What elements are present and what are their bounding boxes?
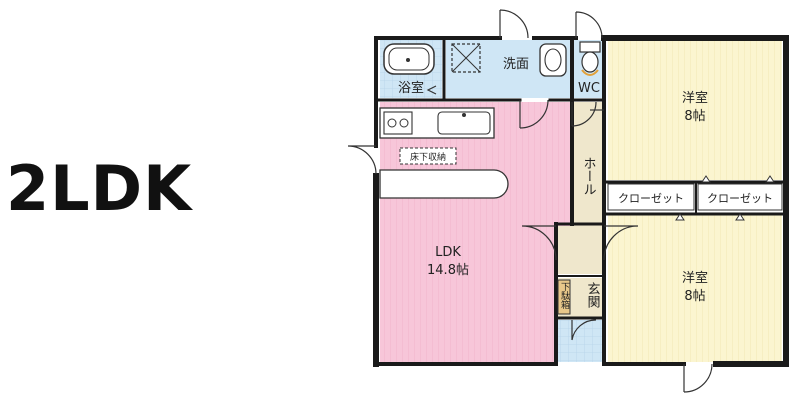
shoe-storage-box — [557, 279, 571, 315]
toilet-tank — [579, 41, 601, 53]
ldk-name-label: LDK — [435, 245, 461, 260]
stove-burner-a — [387, 118, 397, 128]
ldk-floor-upper-right — [520, 102, 572, 226]
sliding-door-marks — [675, 175, 775, 221]
wash-basin-bowl — [544, 48, 562, 72]
closet-right-label: クローゼット — [707, 192, 773, 205]
underfloor-storage-label: 床下収納 — [410, 151, 446, 163]
bedroom-north-name-label: 洋室 — [682, 90, 708, 106]
kitchen-faucet — [462, 113, 466, 117]
toilet-door-mark — [581, 69, 599, 76]
bathtub-drain — [406, 58, 410, 62]
kitchen-sink — [437, 111, 491, 135]
shoe-storage-label: 下駄箱 — [559, 282, 570, 310]
washing-machine-space — [451, 43, 481, 73]
hall-floor — [574, 102, 604, 226]
closet-left-box — [607, 183, 695, 211]
closet-right-box — [697, 183, 783, 211]
bedroom-north-floor — [608, 40, 782, 180]
entrance-label: 玄関 — [585, 282, 601, 309]
bath-label: 浴室 — [398, 80, 424, 96]
underfloor-storage-box — [399, 147, 457, 165]
closet-left-label: クローゼット — [618, 192, 684, 205]
hall-label: ホール — [581, 157, 596, 196]
bedroom-north-size-label: 8帖 — [684, 109, 705, 124]
stove — [383, 111, 413, 135]
hall-lower-floor — [556, 226, 604, 274]
layout-type-title: 2LDK — [6, 152, 193, 225]
toilet-bowl — [581, 51, 599, 73]
bedroom-south-name-label: 洋室 — [682, 270, 708, 286]
kitchen-bar-counter — [379, 169, 509, 199]
stove-burner-b — [399, 118, 409, 128]
porch-floor — [556, 320, 604, 362]
bedroom-south-floor — [608, 214, 782, 362]
washing-machine-cross-b — [451, 43, 481, 73]
bath-door-mark — [426, 85, 437, 95]
washroom-label: 洗面 — [503, 57, 529, 72]
bedroom-south-size-label: 8帖 — [684, 289, 705, 304]
walls — [373, 35, 789, 367]
toilet-label: WC — [578, 81, 600, 96]
ldk-size-label: 14.8帖 — [427, 263, 469, 278]
doors — [347, 9, 713, 393]
